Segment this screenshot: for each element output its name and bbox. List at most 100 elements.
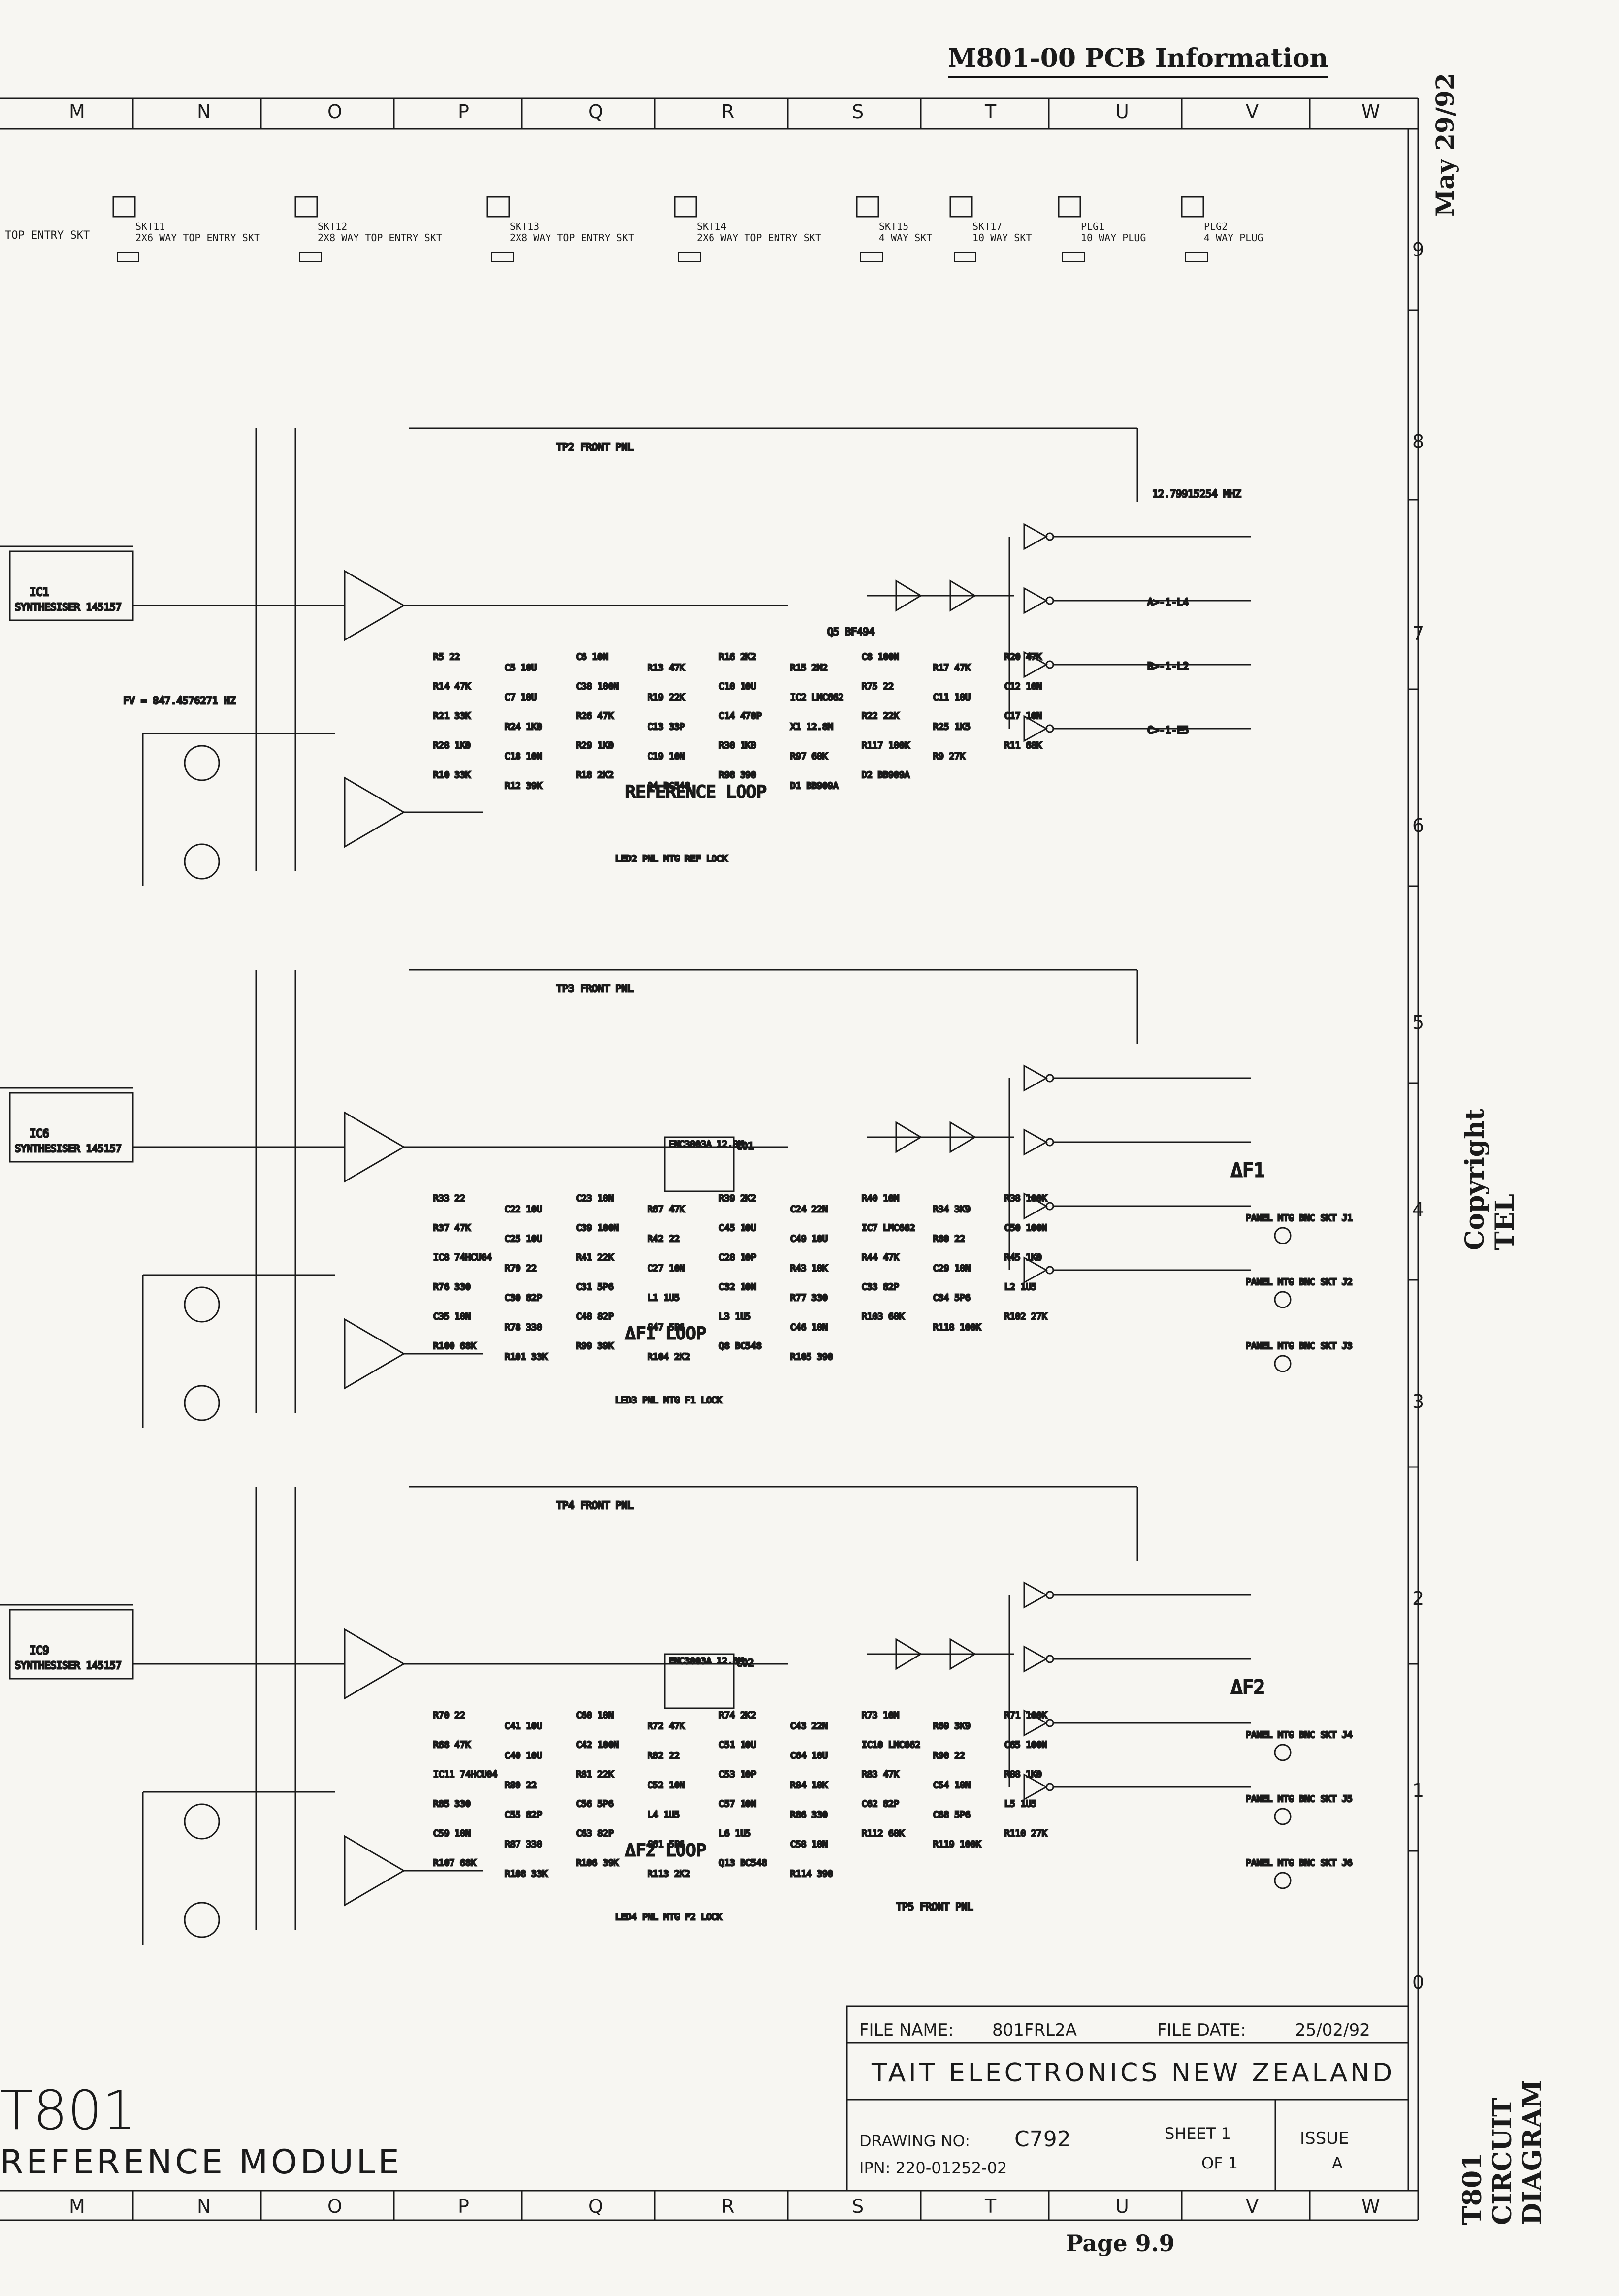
vco-block <box>664 1136 735 1192</box>
component-label: R38 100K <box>1004 1193 1047 1204</box>
loop-title: ΔF2 LOOP <box>625 1841 706 1860</box>
connector-ref: SKT15 <box>879 221 908 232</box>
inverter-symbol <box>1023 523 1048 550</box>
component-label: R106 39K <box>576 1858 619 1868</box>
component-label: R83 47K <box>862 1769 899 1780</box>
component-label: IC8 74HCU04 <box>433 1252 492 1263</box>
component-label: R29 1K0 <box>576 740 614 751</box>
component-label: C28 10P <box>719 1252 756 1263</box>
component-label: R11 68K <box>1004 740 1042 751</box>
page-number: Page 9.9 <box>1066 2230 1175 2257</box>
row-label: 7 <box>1412 623 1424 644</box>
component-label: L1 1U5 <box>648 1293 680 1303</box>
row-label: 1 <box>1412 1780 1424 1801</box>
loop-title: ΔF1 LOOP <box>625 1324 706 1343</box>
front-panel-tp: TP3 FRONT PNL <box>556 983 634 994</box>
synth-part: SYNTHESISER 145157 <box>15 1143 122 1154</box>
component-label: R104 2K2 <box>648 1352 690 1362</box>
component-label: C25 10U <box>505 1234 542 1244</box>
synth-ref: IC6 <box>30 1128 49 1140</box>
bnc-socket <box>1274 1355 1292 1372</box>
component-label: C39 100N <box>576 1223 619 1233</box>
component-label: L2 1U5 <box>1004 1282 1036 1292</box>
component-label: L4 1U5 <box>648 1810 680 1820</box>
opamp-symbol <box>344 1318 405 1390</box>
column-label: O <box>327 101 342 123</box>
component-label: R72 47K <box>648 1721 685 1731</box>
component-label: R86 330 <box>790 1810 828 1820</box>
component-label: C14 470P <box>719 711 762 721</box>
component-label: C56 5P6 <box>576 1799 614 1809</box>
connector-desc: 10 WAY PLUG <box>1081 232 1146 244</box>
connector-pads <box>299 252 322 262</box>
component-label: C49 10U <box>790 1234 828 1244</box>
component-label: R43 10K <box>790 1263 828 1274</box>
bnc-label: PANEL MTG BNC SKT J2 <box>1246 1277 1353 1287</box>
connector-outline <box>949 196 973 218</box>
component-label: R16 2K2 <box>719 652 756 662</box>
inverter-symbol <box>1023 1581 1048 1609</box>
component-label: R71 100K <box>1004 1710 1047 1721</box>
component-label: C57 10N <box>719 1799 756 1809</box>
component-label: R107 68K <box>433 1858 476 1868</box>
bnc-label: PANEL MTG BNC SKT J4 <box>1246 1730 1353 1740</box>
sheet-label: SHEET 1 <box>1165 2124 1231 2143</box>
component-label: L6 1U5 <box>719 1828 751 1839</box>
led-label: LED4 PNL MTG F2 LOCK <box>615 1912 722 1922</box>
component-label: R68 47K <box>433 1740 471 1750</box>
bnc-socket <box>1274 1872 1292 1889</box>
inverter-bubble <box>1045 1719 1054 1727</box>
issue-label: ISSUE <box>1300 2129 1349 2148</box>
component-label: R112 68K <box>862 1828 905 1839</box>
component-label: R90 22 <box>933 1751 965 1761</box>
component-label: C5 10U <box>505 663 537 673</box>
component-label: L5 1U5 <box>1004 1799 1036 1809</box>
component-label: R84 10K <box>790 1780 828 1790</box>
component-label: R67 47K <box>648 1204 685 1214</box>
component-label: C23 10N <box>576 1193 614 1204</box>
connector-ref: SKT14 <box>697 221 726 232</box>
osc-note: 12.79915254 MHZ <box>1152 488 1241 500</box>
component-label: R76 330 <box>433 1282 471 1292</box>
component-label: R42 22 <box>648 1234 680 1244</box>
column-label: V <box>1246 101 1259 123</box>
component-label: C65 100N <box>1004 1740 1047 1750</box>
connector-outline <box>1058 196 1081 218</box>
synth-part: SYNTHESISER 145157 <box>15 601 122 613</box>
component-label: R18 2K2 <box>576 770 614 780</box>
inverter-symbol <box>1023 1256 1048 1284</box>
component-label: R117 100K <box>862 740 910 751</box>
component-label: R108 33K <box>505 1869 548 1879</box>
component-label: C17 10N <box>1004 711 1042 721</box>
component-label: R34 3K9 <box>933 1204 971 1214</box>
loop-title: REFERENCE LOOP <box>625 782 767 802</box>
component-label: R12 39K <box>505 781 542 791</box>
inverter-bubble <box>1045 1202 1054 1211</box>
component-label: R10 33K <box>433 770 471 780</box>
bnc-label: PANEL MTG BNC SKT J1 <box>1246 1213 1353 1223</box>
component-label: IC2 LMC662 <box>790 692 843 702</box>
inverter-symbol <box>895 1121 922 1153</box>
component-label: C8 100N <box>862 652 899 662</box>
component-label: L3 1U5 <box>719 1311 751 1322</box>
inverter-symbol <box>1023 1064 1048 1092</box>
column-label: P <box>458 2196 469 2217</box>
row-label: 2 <box>1412 1588 1424 1609</box>
inverter-bubble <box>1045 1074 1054 1083</box>
connector-outline <box>856 196 879 218</box>
column-label: R <box>721 101 734 123</box>
synth-ref: IC9 <box>30 1645 49 1657</box>
column-label: N <box>197 101 211 123</box>
component-label: R119 100K <box>933 1839 981 1850</box>
connector-ref: SKT13 <box>510 221 539 232</box>
connector-ref: SKT11 <box>135 221 165 232</box>
output-label: C>-1-E5 <box>1147 724 1189 736</box>
component-label: C45 10U <box>719 1223 756 1233</box>
inverter-symbol <box>949 579 976 612</box>
connector-ref: PLG1 <box>1081 221 1104 232</box>
component-label: C7 10U <box>505 692 537 702</box>
component-label: IC11 74HCU04 <box>433 1769 497 1780</box>
component-label: C19 10N <box>648 751 685 762</box>
